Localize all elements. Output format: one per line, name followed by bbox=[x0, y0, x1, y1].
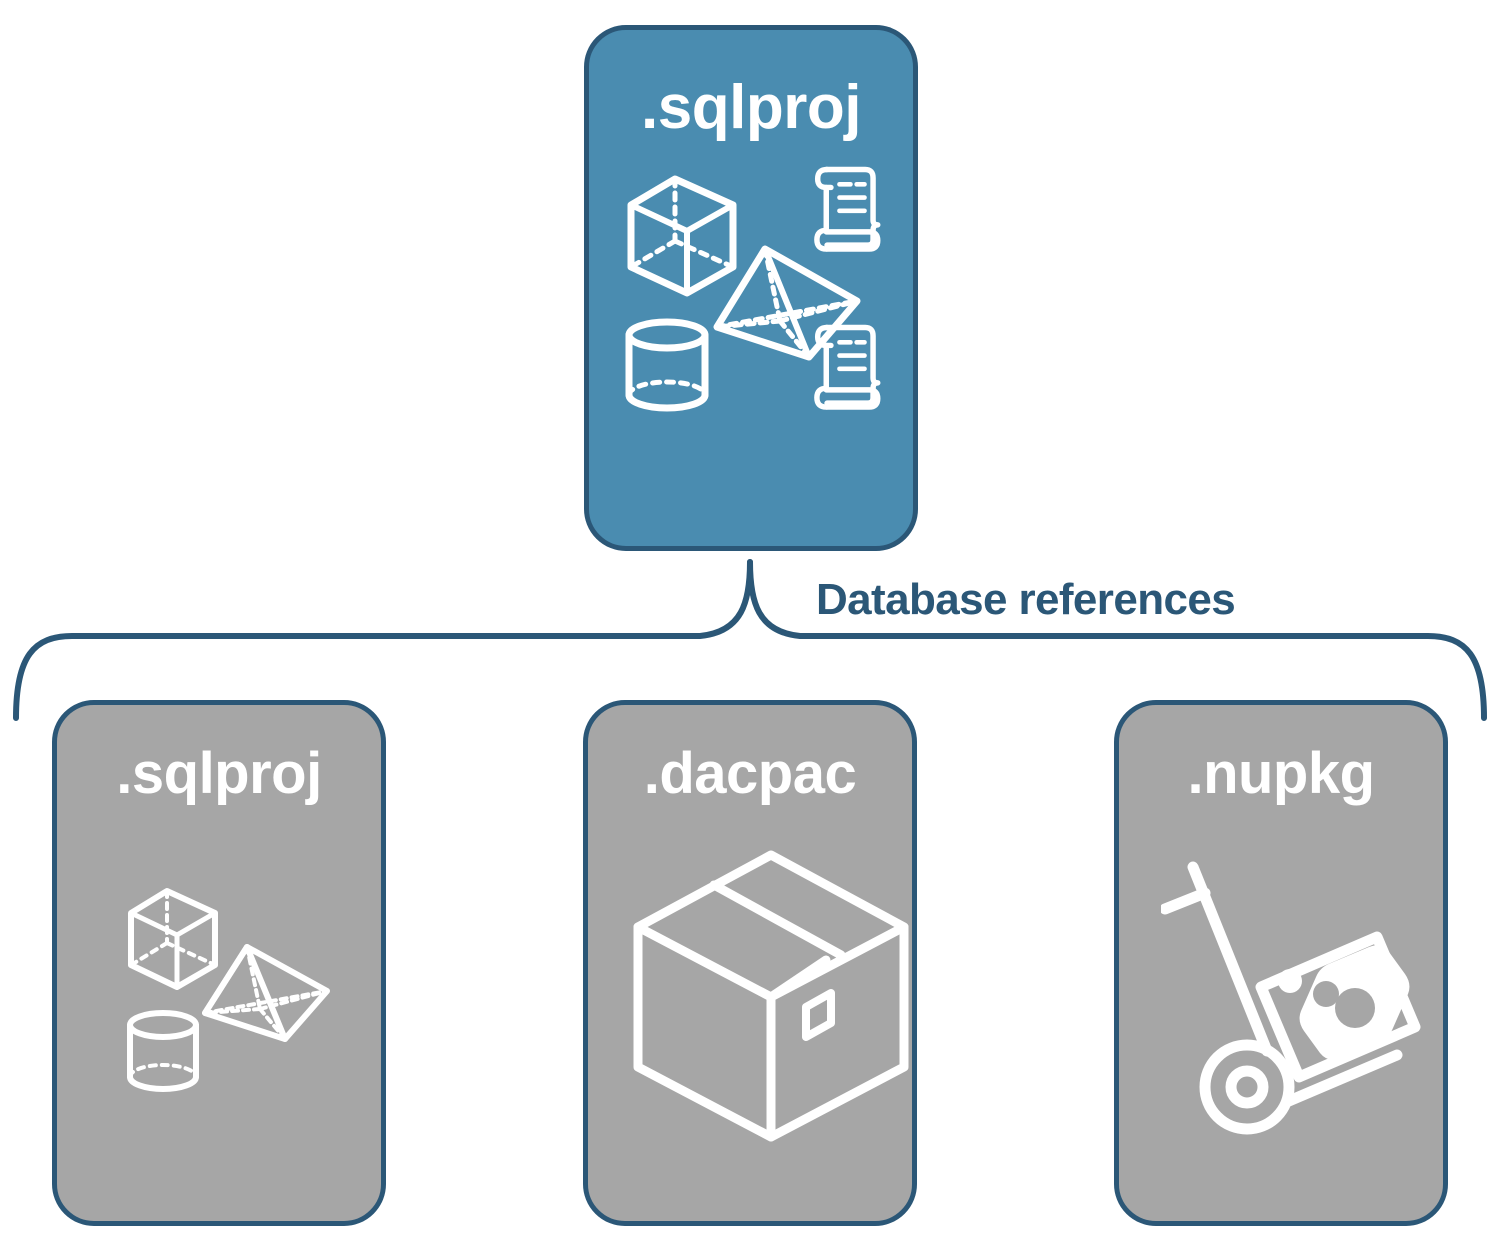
nuget-glyph-holes bbox=[1313, 981, 1375, 1028]
reference-card-dacpac-artwork bbox=[588, 803, 912, 1221]
scroll-script-icon bbox=[814, 324, 881, 410]
shipping-box-icon bbox=[633, 850, 909, 1142]
reference-card-nupkg[interactable]: .nupkg bbox=[1114, 700, 1448, 1226]
reference-card-sqlproj-artwork bbox=[57, 803, 381, 1221]
reference-card-dacpac-label: .dacpac bbox=[643, 741, 857, 806]
pyramid-wireframe-icon bbox=[202, 944, 330, 1042]
cube-wireframe-icon bbox=[627, 175, 737, 297]
brace-left-arm bbox=[13, 559, 753, 721]
root-artwork-group bbox=[625, 166, 881, 412]
reference-card-sqlproj[interactable]: .sqlproj bbox=[52, 700, 386, 1226]
pyramid-wireframe-icon bbox=[713, 245, 861, 361]
root-sqlproj-label: .sqlproj bbox=[641, 73, 861, 142]
database-references-label: Database references bbox=[816, 575, 1236, 624]
cylinder-wireframe-icon bbox=[625, 318, 709, 412]
root-sqlproj-card[interactable]: .sqlproj bbox=[584, 25, 918, 551]
scroll-script-icon bbox=[814, 166, 881, 252]
reference-card-sqlproj-label: .sqlproj bbox=[116, 741, 322, 806]
root-sqlproj-artwork bbox=[589, 139, 913, 546]
reference-card-nupkg-label: .nupkg bbox=[1187, 741, 1375, 806]
cube-wireframe-icon bbox=[128, 888, 218, 990]
reference-card-dacpac[interactable]: .dacpac bbox=[583, 700, 917, 1226]
cylinder-wireframe-icon bbox=[127, 1010, 199, 1092]
shapes-artwork-group bbox=[127, 888, 330, 1092]
reference-card-nupkg-artwork bbox=[1119, 803, 1443, 1221]
nuget-dolly-icon bbox=[1161, 861, 1421, 1135]
